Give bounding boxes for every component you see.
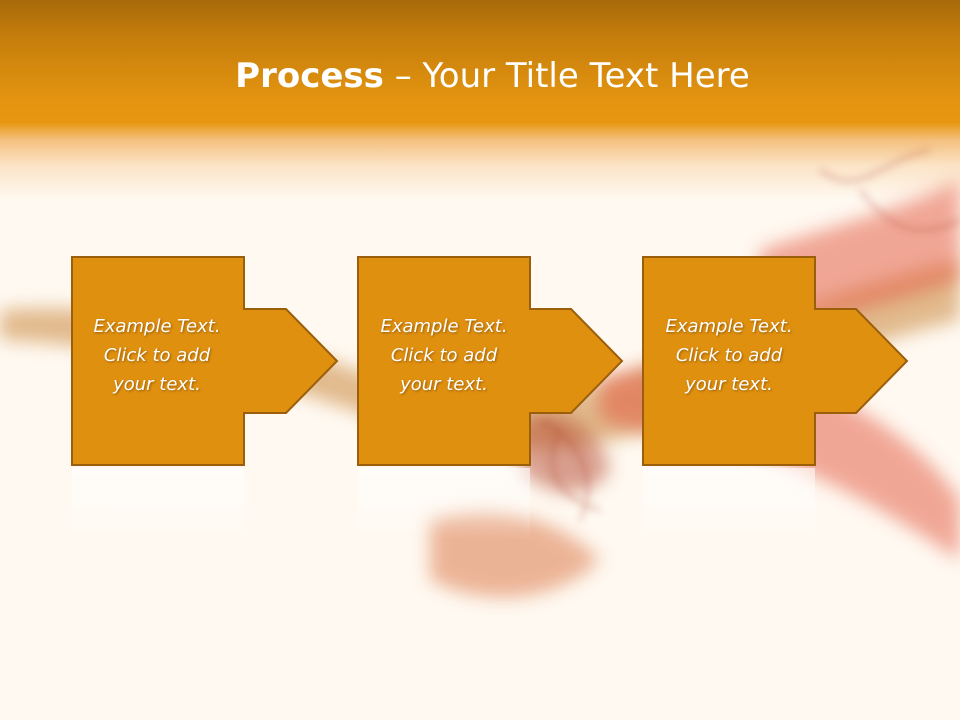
process-step-1-text[interactable]: Example Text. Click to add your text. — [71, 312, 243, 399]
title-bold-part: Process — [235, 56, 384, 96]
process-step-2-text[interactable]: Example Text. Click to add your text. — [358, 312, 530, 399]
title-rest-part: Your Title Text Here — [422, 56, 750, 96]
step-3-line-2: Click to add — [675, 345, 783, 366]
step-1-line-2: Click to add — [103, 345, 211, 366]
step-2-line-3: your text. — [400, 374, 488, 395]
step-2-line-1: Example Text. — [380, 316, 508, 337]
header-band — [0, 0, 960, 200]
step-3-line-3: your text. — [685, 374, 773, 395]
step-1-line-3: your text. — [113, 374, 201, 395]
step-2-line-2: Click to add — [390, 345, 498, 366]
slide-title[interactable]: Process – Your Title Text Here — [0, 52, 960, 100]
step-3-line-1: Example Text. — [665, 316, 793, 337]
step-1-line-1: Example Text. — [93, 316, 221, 337]
process-step-3-text[interactable]: Example Text. Click to add your text. — [643, 312, 815, 399]
title-separator: – — [394, 56, 412, 96]
